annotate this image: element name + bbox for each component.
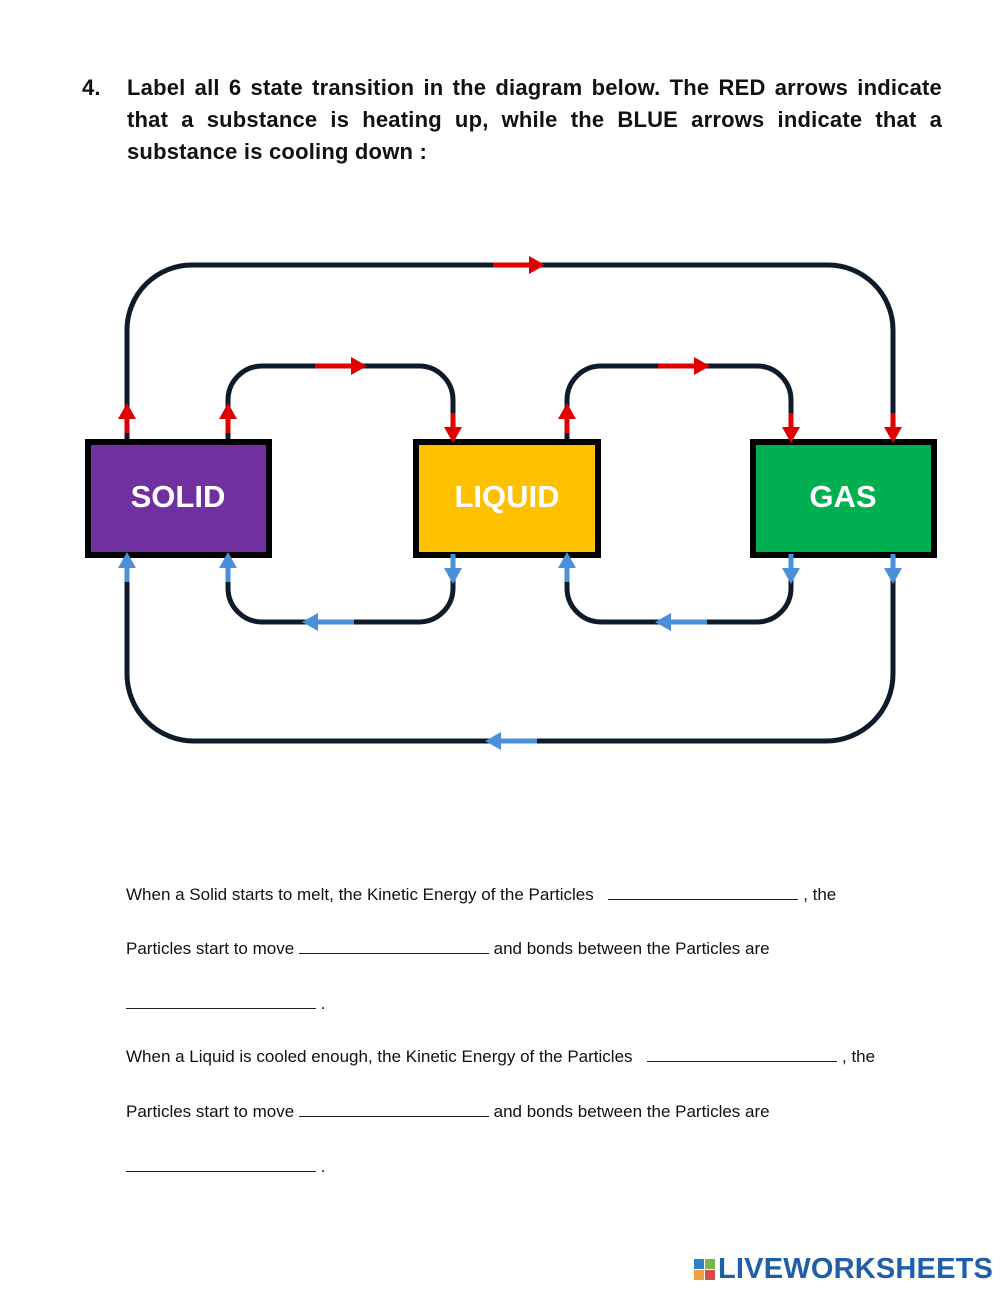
sentence-3: . <box>126 994 325 1014</box>
sentence-6-end: . <box>320 1157 326 1176</box>
question-block: 4. Label all 6 state transition in the d… <box>82 72 942 168</box>
cooling-arrow-icon <box>444 554 462 584</box>
sentence-3-end: . <box>320 994 326 1013</box>
arrow-head <box>444 427 462 443</box>
cooling-arrow-icon <box>118 552 136 582</box>
arrow-head <box>655 613 671 631</box>
logo-text: LIVEWORKSHEETS <box>718 1252 994 1285</box>
blank-5[interactable] <box>298 1102 489 1117</box>
sentence-6: . <box>126 1157 325 1177</box>
liquid-label: LIQUID <box>454 479 559 514</box>
heating-arrow-icon <box>315 357 367 375</box>
arrow-head <box>782 568 800 584</box>
arrow-head <box>118 403 136 419</box>
logo-square-icon <box>705 1269 715 1280</box>
cooling-arrow-icon <box>302 613 354 631</box>
state-transition-diagram: SOLID LIQUID GAS <box>85 256 937 750</box>
sentence-1-end: , the <box>803 885 837 904</box>
logo-square-icon <box>694 1258 704 1269</box>
inner-top-loop-liquid-gas <box>564 363 794 443</box>
heating-arrow-icon <box>118 403 136 433</box>
heating-arrow-icon <box>558 403 576 433</box>
outer-top-loop <box>124 262 896 443</box>
blank-6[interactable] <box>126 1157 316 1172</box>
arrow-head <box>485 732 501 750</box>
question-text: Label all 6 state transition in the diag… <box>127 75 942 164</box>
sentence-4-end: , the <box>842 1047 876 1066</box>
sentence-2: Particles start to move and bonds betwee… <box>126 939 770 959</box>
arrow-head <box>219 403 237 419</box>
sentence-2-start: Particles start to move <box>126 939 295 958</box>
liveworksheets-logo: LIVEWORKSHEETS <box>694 1252 993 1286</box>
logo-square-icon <box>694 1269 704 1280</box>
cooling-arrow-icon <box>782 554 800 584</box>
gas-label: GAS <box>809 479 876 514</box>
cooling-arrow-icon <box>884 554 902 584</box>
sentence-4-start: When a Liquid is cooled enough, the Kine… <box>126 1047 633 1066</box>
logo-square-icon <box>705 1258 715 1269</box>
cooling-arrow-icon <box>485 732 537 750</box>
arrow-head <box>444 568 462 584</box>
sentence-4: When a Liquid is cooled enough, the Kine… <box>126 1047 875 1067</box>
arrow-head <box>529 256 545 274</box>
arrow-head <box>884 427 902 443</box>
cooling-arrow-icon <box>219 552 237 582</box>
inner-bottom-loop-solid-liquid <box>225 553 456 625</box>
inner-top-loop-solid-liquid <box>225 363 456 443</box>
state-boxes <box>85 439 937 558</box>
arrow-head <box>694 357 710 375</box>
arrow-head <box>884 568 902 584</box>
cooling-arrow-icon <box>655 613 707 631</box>
arrow-head <box>782 427 800 443</box>
heating-arrow-icon <box>219 403 237 433</box>
inner-bottom-loop-liquid-gas <box>564 553 794 625</box>
solid-box <box>85 439 272 558</box>
heating-arrow-icon <box>444 413 462 443</box>
arrow-head <box>219 552 237 568</box>
arrow-head <box>558 403 576 419</box>
blank-2[interactable] <box>298 939 489 954</box>
sentence-1: When a Solid starts to melt, the Kinetic… <box>126 885 836 905</box>
arrow-head <box>302 613 318 631</box>
heating-arrow-icon <box>782 413 800 443</box>
heating-arrow-icon <box>493 256 545 274</box>
outer-bottom-loop <box>124 553 896 744</box>
sentence-5: Particles start to move and bonds betwee… <box>126 1102 770 1122</box>
heating-arrow-icon <box>658 357 710 375</box>
blank-1[interactable] <box>608 885 799 900</box>
sentence-1-start: When a Solid starts to melt, the Kinetic… <box>126 885 594 904</box>
sentence-5-start: Particles start to move <box>126 1102 295 1121</box>
transition-arrows <box>118 256 902 750</box>
arrow-head <box>351 357 367 375</box>
blank-4[interactable] <box>647 1047 838 1062</box>
liquid-box <box>413 439 601 558</box>
arrow-head <box>558 552 576 568</box>
logo-mark-icon <box>694 1258 715 1280</box>
solid-label: SOLID <box>131 479 226 514</box>
question-number: 4. <box>82 75 101 100</box>
blank-3[interactable] <box>126 994 316 1009</box>
sentence-2-end: and bonds between the Particles are <box>493 939 770 958</box>
gas-box <box>750 439 937 558</box>
sentence-5-end: and bonds between the Particles are <box>493 1102 770 1121</box>
arrow-head <box>118 552 136 568</box>
cooling-arrow-icon <box>558 552 576 582</box>
heating-arrow-icon <box>884 413 902 443</box>
